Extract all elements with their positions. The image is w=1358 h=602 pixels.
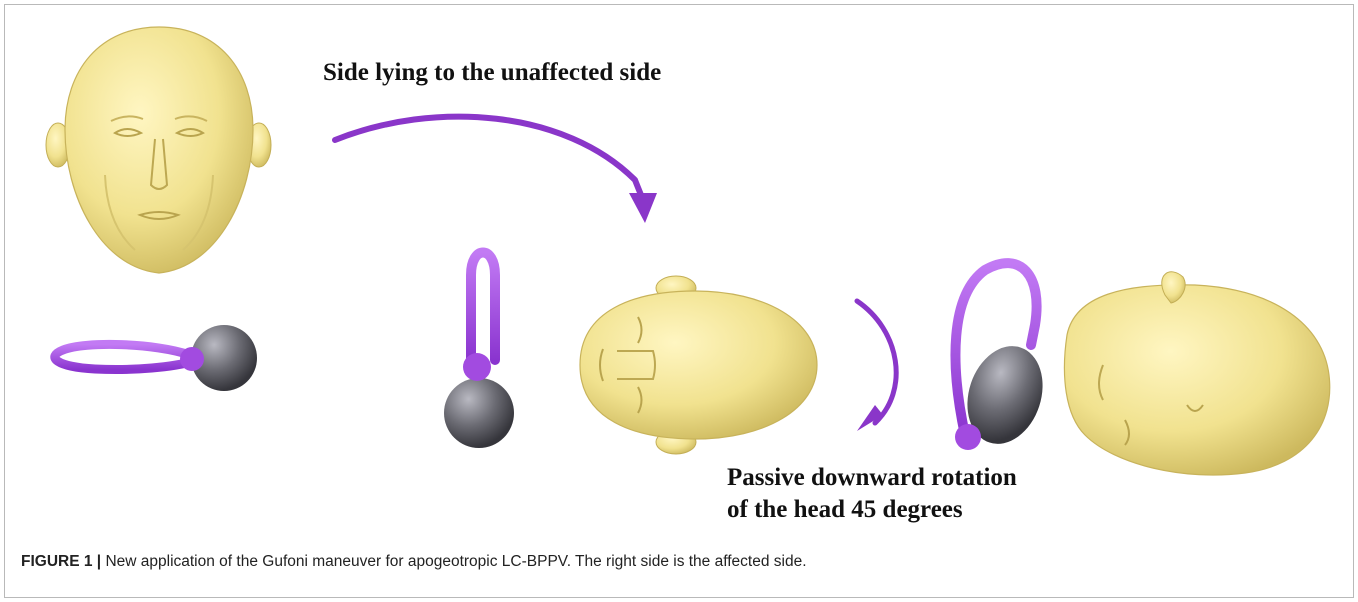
top-label: Side lying to the unaffected side [323,57,661,89]
head-front-icon [46,27,271,273]
bottom-label: Passive downward rotation of the head 45… [727,462,1017,526]
arrowhead-icon [629,193,657,223]
bottom-label-line1: Passive downward rotation [727,462,1017,494]
canal-model-icon [55,325,257,391]
figure-caption: FIGURE 1 | New application of the Gufoni… [21,552,1343,572]
figure-illustration [5,5,1355,525]
curved-arrow-icon [335,117,643,200]
figure-frame: Side lying to the unaffected side Passiv… [4,4,1354,598]
head-top-icon [580,276,817,454]
caption-text: New application of the Gufoni maneuver f… [101,553,806,570]
head-rotated-icon [1064,272,1329,475]
caption-label: FIGURE 1 | [21,553,101,570]
curved-arrow-icon [857,301,896,423]
bottom-label-line2: of the head 45 degrees [727,494,1017,526]
canal-model-icon [955,263,1055,454]
canal-model-icon [444,253,514,449]
